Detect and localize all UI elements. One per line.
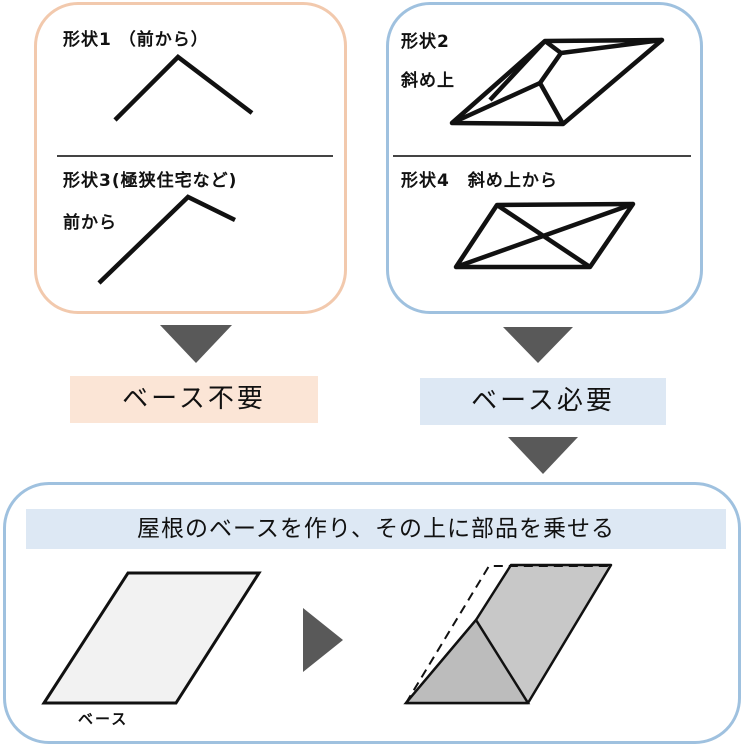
shape2-sublabel: 斜め上 [401, 71, 455, 91]
panel-base-needed-shapes [386, 2, 703, 314]
right-divider [393, 155, 691, 157]
base-parallelogram [41, 571, 262, 705]
shape3-sublabel: 前から [63, 213, 117, 233]
base-needed-tag: ベース必要 [420, 378, 666, 425]
shape1-label: 形状1 （前から） [63, 30, 209, 50]
shape1-roof-line [113, 54, 254, 122]
shape2-label: 形状2 [401, 32, 450, 52]
left-divider [57, 155, 333, 157]
roof-on-base-drawing [403, 563, 613, 705]
shape3-label: 形状3(極狭住宅など) [63, 171, 238, 191]
method-banner: 屋根のベースを作り、その上に部品を乗せる [26, 509, 726, 549]
base-caption: ベース [78, 710, 129, 728]
no-base-tag: ベース不要 [70, 376, 318, 423]
shape3-roof-line [97, 194, 236, 285]
shape4-roof-drawing [453, 201, 636, 270]
down-arrow-left [160, 325, 232, 363]
shape4-label: 形状4 斜め上から [401, 171, 558, 191]
down-arrow-to-method [508, 437, 578, 474]
right-arrow [303, 608, 343, 672]
shape2-roof-drawing [449, 37, 665, 127]
panel-no-base-shapes [34, 2, 347, 314]
down-arrow-right [503, 327, 573, 363]
